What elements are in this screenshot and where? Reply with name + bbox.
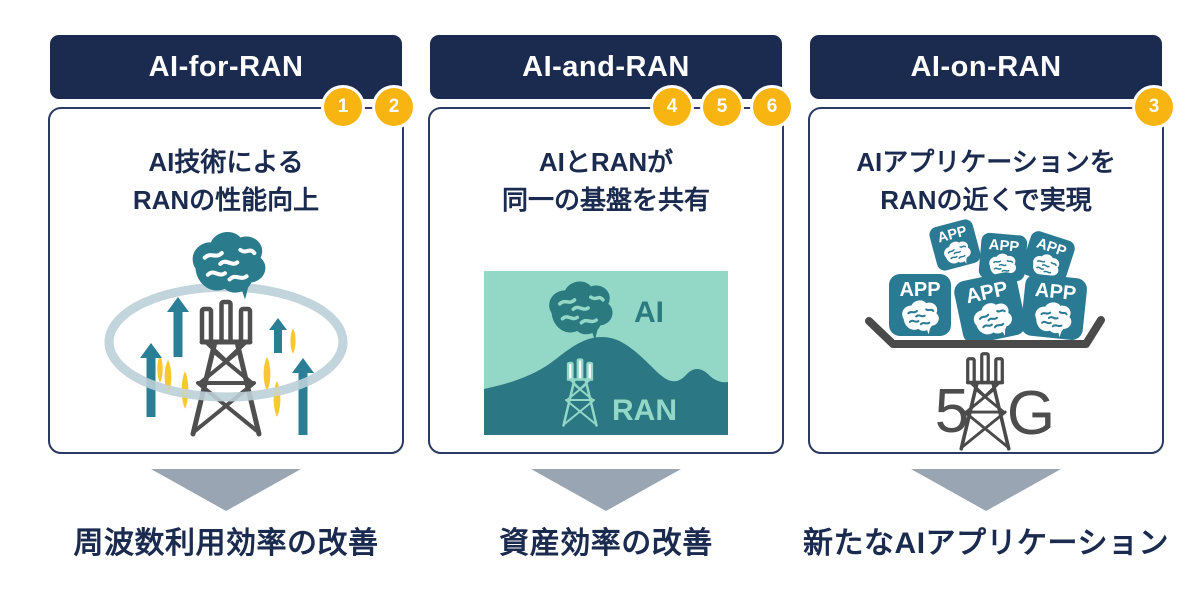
app-tile: APP xyxy=(1021,274,1087,340)
app-tile: APP xyxy=(889,274,951,336)
header-ai-on-ran: AI-on-RAN xyxy=(810,35,1162,99)
outcome-label: 新たなAIアプリケーション xyxy=(803,527,1169,560)
app-tile: APP xyxy=(1021,231,1075,285)
ai-label: AI xyxy=(634,296,664,329)
svg-text:APP: APP xyxy=(1034,279,1077,305)
card-title-ai-on-ran: AIアプリケーションを RANの近くで実現 xyxy=(856,147,1116,215)
hills-shape xyxy=(484,337,728,435)
svg-text:APP: APP xyxy=(899,279,940,301)
g-label: G xyxy=(1007,379,1055,448)
shared-foundation-illustration: AI RAN xyxy=(484,271,728,435)
orbit-ring-front-arc xyxy=(104,341,348,402)
number-badge-6: 6 xyxy=(753,88,791,126)
cell-tower-icon xyxy=(193,302,259,434)
down-arrow-icon xyxy=(911,469,1061,511)
svg-text:APP: APP xyxy=(936,223,969,246)
column-ai-for-ran: AI-for-RAN 1 2 AI技術による RANの性能向上 xyxy=(48,0,413,600)
number-badge-3: 3 xyxy=(1135,88,1173,126)
app-tile: APP xyxy=(929,219,981,271)
down-arrow-icon xyxy=(151,469,301,511)
card-title-ai-and-ran: AIとRANが 同一の基盤を共有 xyxy=(501,147,710,215)
app-tile: APP xyxy=(954,272,1026,344)
brain-tower-arrows-illustration xyxy=(104,219,348,444)
column-ai-on-ran: AI-on-RAN 3 AIアプリケーションを RANの近くで実現 APP AP… xyxy=(803,0,1173,600)
five-label: 5 xyxy=(935,377,969,446)
app-tiles-5g-illustration: APP APP APP APP APP xyxy=(865,219,1105,451)
ran-label: RAN xyxy=(612,394,677,427)
header-ai-for-ran: AI-for-RAN xyxy=(50,35,402,99)
number-badge-1: 1 xyxy=(324,88,362,126)
svg-text:APP: APP xyxy=(988,237,1020,256)
outcome-label: 周波数利用効率の改善 xyxy=(73,527,379,560)
down-arrow-icon xyxy=(531,469,681,511)
number-badge-5: 5 xyxy=(703,88,741,126)
outcome-label: 資産効率の改善 xyxy=(499,527,713,560)
column-ai-and-ran: AI-and-RAN 4 5 6 AIとRANが 同一の基盤を共有 AI RAN… xyxy=(428,0,791,600)
card-title-ai-for-ran: AI技術による RANの性能向上 xyxy=(132,147,320,215)
tray-icon xyxy=(865,316,1105,348)
app-tile: APP xyxy=(978,232,1028,282)
number-badge-2: 2 xyxy=(375,88,413,126)
number-badge-4: 4 xyxy=(653,88,691,126)
